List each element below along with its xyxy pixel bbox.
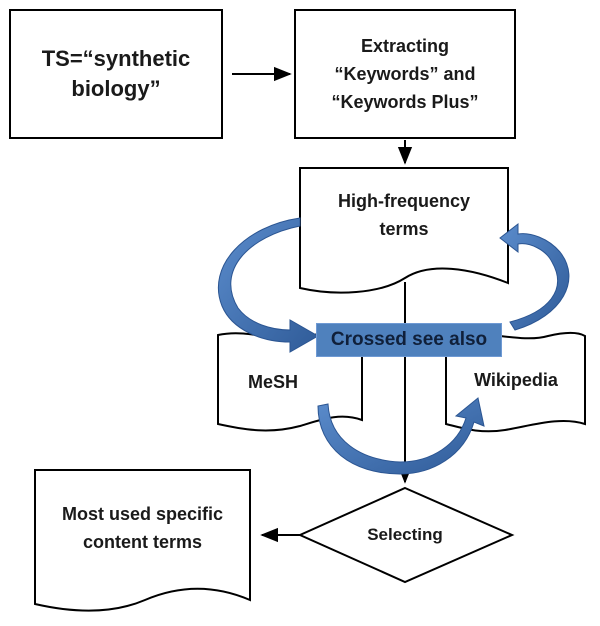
wikipedia-label: Wikipedia <box>474 370 558 390</box>
curved-arrow-mesh-to-wikipedia <box>317 397 485 475</box>
curved-arrow-highfreq-to-mesh <box>217 217 320 353</box>
selecting-diamond <box>297 486 515 584</box>
highfreq-document-shape <box>299 167 509 294</box>
extract-box <box>294 9 516 139</box>
curved-arrow-wikipedia-to-highfreq <box>499 222 570 331</box>
wikipedia-tape-shape <box>445 332 586 433</box>
query-label: TS=“synthetic biology” <box>41 46 191 101</box>
crossed-see-also-label: Crossed see also <box>330 329 488 350</box>
highfreq-label: High-frequency terms <box>337 191 470 239</box>
output-label: Most used specific content terms <box>61 504 224 552</box>
selecting-label: Selecting <box>367 525 443 544</box>
mesh-label: MeSH <box>247 372 298 392</box>
crossed-see-also-banner: Crossed see also <box>316 323 502 357</box>
output-document-shape <box>34 469 251 612</box>
query-box <box>9 9 223 139</box>
extract-label: Extracting “Keywords” and “Keywords Plus… <box>331 36 479 112</box>
